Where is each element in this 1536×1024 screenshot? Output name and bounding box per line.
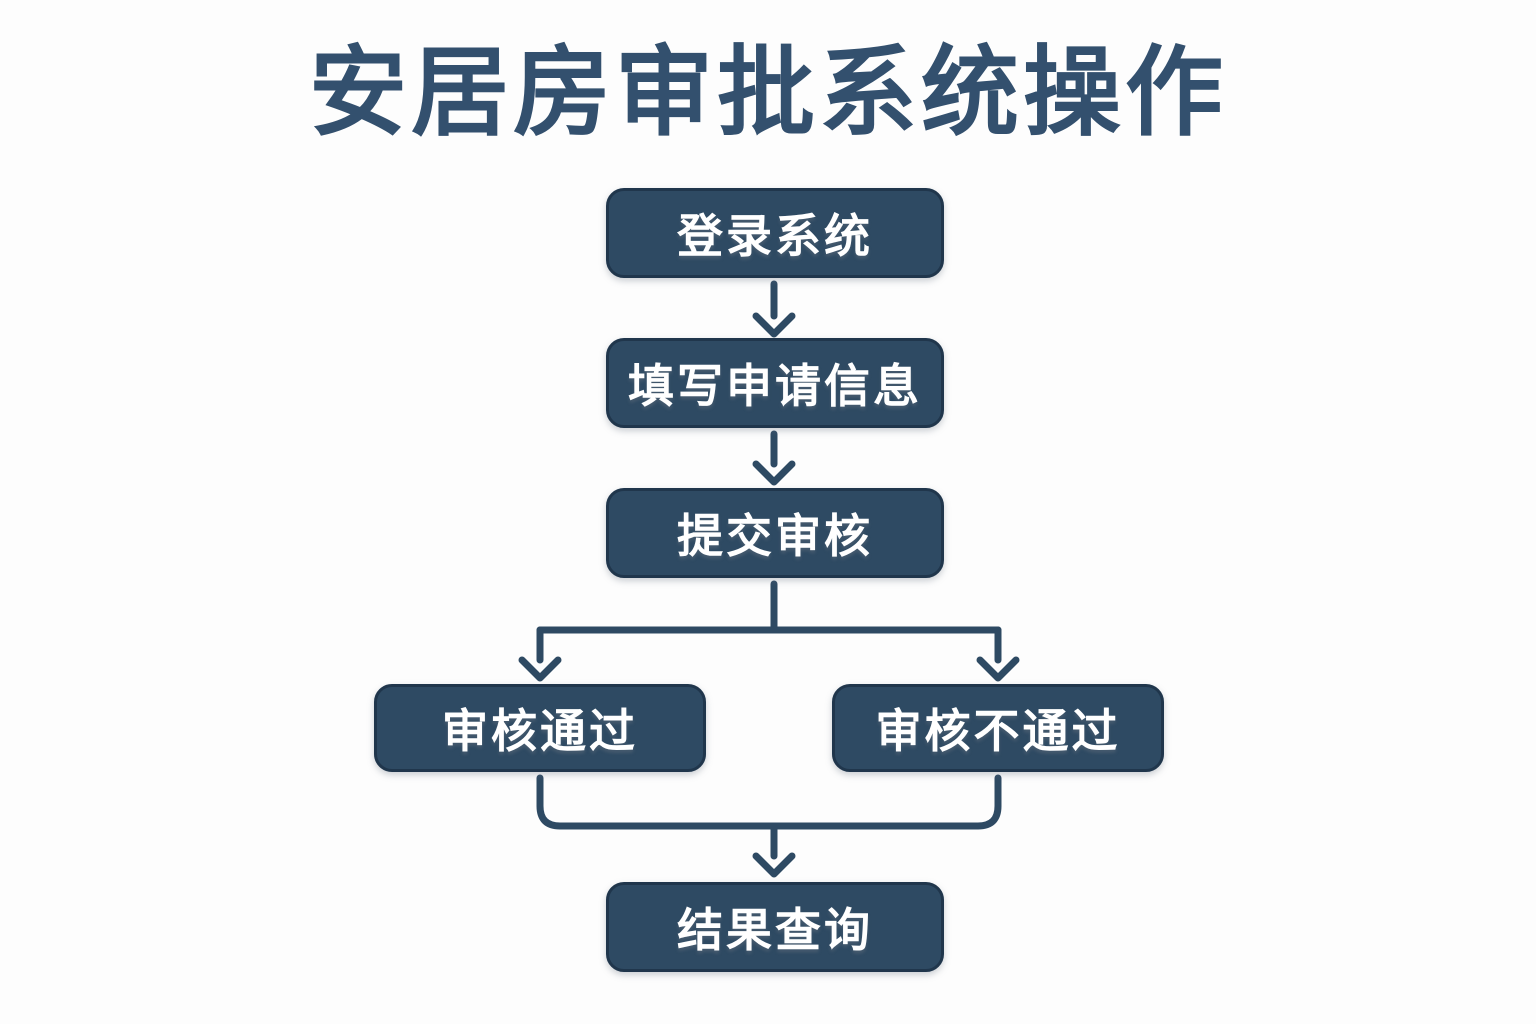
arrow-login-to-fill [752, 280, 796, 338]
node-login-system: 登录系统 [606, 188, 944, 278]
node-login-system-label: 登录系统 [677, 210, 873, 262]
node-submit-review-label: 提交审核 [677, 510, 873, 562]
arrow-fill-to-submit [752, 430, 796, 486]
node-review-rejected: 审核不通过 [832, 684, 1164, 772]
merge-connector-result [536, 774, 1002, 878]
node-result-query-label: 结果查询 [677, 904, 873, 956]
branch-connector-submit [518, 580, 1020, 682]
page-title: 安居房审批系统操作 [308, 37, 1227, 147]
node-review-passed: 审核通过 [374, 684, 706, 772]
node-fill-application-info-label: 填写申请信息 [628, 360, 922, 412]
node-result-query: 结果查询 [606, 882, 944, 972]
node-review-passed-label: 审核通过 [442, 705, 638, 757]
node-submit-review: 提交审核 [606, 488, 944, 578]
node-fill-application-info: 填写申请信息 [606, 338, 944, 428]
node-review-rejected-label: 审核不通过 [875, 705, 1121, 757]
